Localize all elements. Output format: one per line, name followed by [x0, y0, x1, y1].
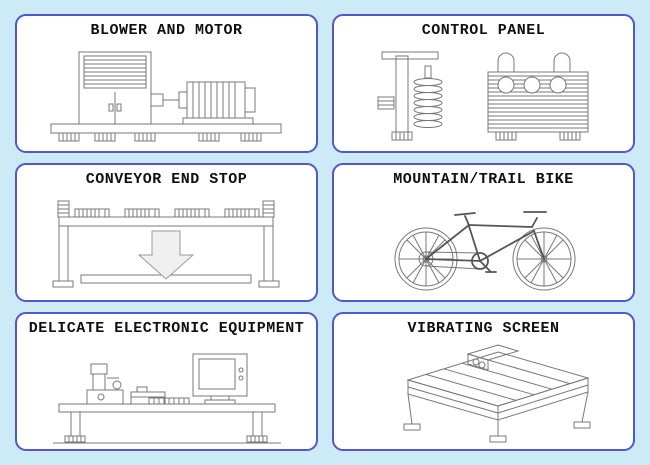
panel-title: BLOWER AND MOTOR — [90, 22, 243, 39]
panel-title: CONTROL PANEL — [421, 22, 546, 39]
panel-title: MOUNTAIN/TRAIL BIKE — [393, 171, 574, 188]
control-panel-drawing — [334, 40, 633, 152]
mountain-trail-bike-drawing — [334, 189, 633, 301]
panel-delicate-electronic-equipment[interactable]: DELICATE ELECTRONIC EQUIPMENT — [15, 312, 318, 451]
conveyor-end-stop-drawing — [17, 189, 316, 301]
delicate-electronic-equipment-drawing — [17, 338, 316, 450]
panel-conveyor-end-stop[interactable]: CONVEYOR END STOP — [15, 163, 318, 302]
panel-blower-and-motor[interactable]: BLOWER AND MOTOR — [15, 14, 318, 153]
panel-title: CONVEYOR END STOP — [85, 171, 248, 188]
panel-control-panel[interactable]: CONTROL PANEL — [332, 14, 635, 153]
vibrating-screen-drawing — [334, 338, 633, 450]
panel-title: VIBRATING SCREEN — [407, 320, 560, 337]
panel-grid: BLOWER AND MOTOR — [15, 14, 635, 451]
panel-mountain-trail-bike[interactable]: MOUNTAIN/TRAIL BIKE — [332, 163, 635, 302]
blower-and-motor-drawing — [17, 40, 316, 152]
panel-vibrating-screen[interactable]: VIBRATING SCREEN — [332, 312, 635, 451]
panel-title: DELICATE ELECTRONIC EQUIPMENT — [28, 320, 305, 337]
